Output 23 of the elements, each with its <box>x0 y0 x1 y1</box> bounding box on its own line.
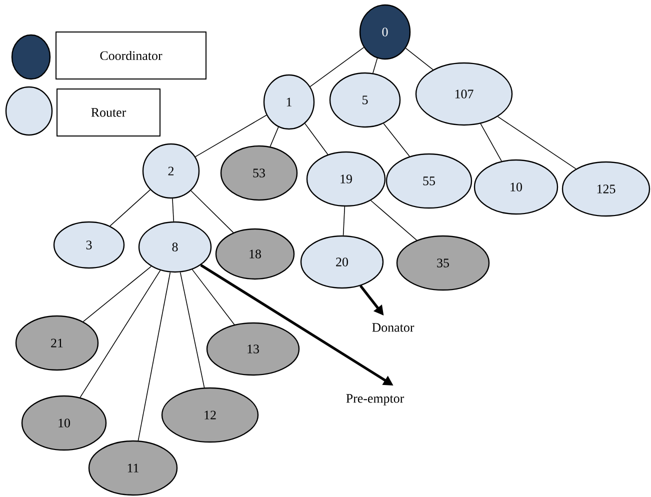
connector-line <box>342 206 346 236</box>
connector-line <box>195 114 267 158</box>
connector-line <box>172 198 174 222</box>
legend-label: Router <box>56 88 160 136</box>
connector-line <box>304 123 328 155</box>
connector-line <box>110 189 151 226</box>
connector-line <box>190 190 234 233</box>
connector-line <box>405 48 434 70</box>
connector-line <box>480 123 502 162</box>
connector-line <box>192 269 235 326</box>
connector-line <box>383 123 410 157</box>
legend-label: Coordinator <box>56 32 206 80</box>
connector-line <box>310 47 364 87</box>
connector-line <box>82 266 152 322</box>
node-label: Donator <box>372 323 414 332</box>
connector-line <box>180 272 205 388</box>
node-label: Pre-emptor <box>346 394 404 406</box>
connector-line <box>370 200 418 241</box>
connector-line <box>80 270 161 398</box>
connector-line <box>497 116 576 170</box>
connector-line <box>138 272 171 441</box>
connector-line <box>372 58 378 74</box>
connector-line <box>270 126 279 147</box>
